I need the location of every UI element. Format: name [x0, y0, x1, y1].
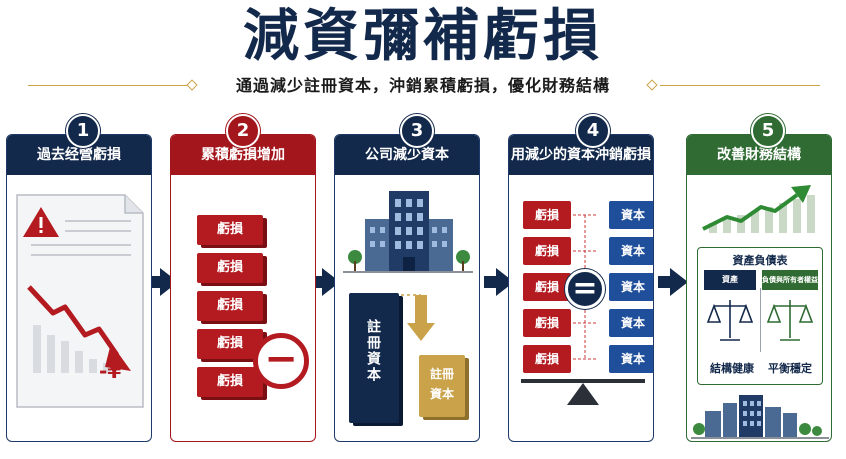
loss-block: 虧損 — [523, 345, 571, 373]
step-heading-1: 過去经營虧損 — [7, 135, 151, 175]
balance-sheet-card: 資產負債表 資產 負債與所有者權益 結構健康 平衡穩定 — [697, 247, 823, 385]
assets-header: 資產 — [704, 270, 756, 290]
step-panel-2: 累積虧損增加 虧損 虧損 虧損 虧損 虧損 − — [170, 134, 316, 442]
step-number-1: 1 — [66, 114, 100, 148]
reduced-capital-label: 註冊資本 — [429, 367, 454, 401]
equals-icon: = — [565, 269, 605, 309]
loss-block: 虧損 — [523, 237, 571, 265]
loss-block: 虧損 — [197, 291, 263, 321]
step-panel-5: 改善財務結構 資產負債表 資產 負債與所有者權益 — [686, 134, 832, 442]
loss-block: 虧損 — [523, 309, 571, 337]
capital-block: 資本 — [609, 309, 653, 337]
loss-block: 虧損 — [197, 253, 263, 283]
stable-label: 平衡穩定 — [768, 362, 812, 375]
step-heading-3: 公司減少資本 — [335, 135, 479, 175]
step-heading-2: 累積虧損增加 — [171, 135, 315, 175]
step-panel-3: 公司減少資本 註冊資本 註冊資本 — [334, 134, 480, 442]
balance-beam-icon — [521, 379, 645, 405]
growth-chart-icon — [702, 185, 815, 233]
step-number-3: 3 — [400, 114, 434, 148]
loss-block: 虧損 — [197, 367, 263, 397]
capital-block: 資本 — [609, 201, 653, 229]
step-heading-4: 用減少的資本沖銷虧損 — [509, 135, 653, 175]
loss-block: 虧損 — [523, 273, 571, 301]
reduce-arrow-icon — [401, 294, 435, 341]
minus-icon: − — [253, 333, 309, 389]
step-number-2: 2 — [226, 114, 260, 148]
reduced-capital-box: 註冊資本 — [419, 355, 465, 417]
step-number-4: 4 — [576, 114, 610, 148]
healthy-label: 結構健康 — [710, 362, 754, 375]
step-number-5: 5 — [751, 114, 785, 148]
arrow-right-icon — [658, 268, 688, 296]
city-buildings-icon — [691, 395, 829, 439]
balance-sheet-title: 資產負債表 — [732, 254, 788, 267]
capital-block: 資本 — [609, 273, 653, 301]
capital-block: 資本 — [609, 237, 653, 265]
step-panel-4: 用減少的資本沖銷虧損 虧損 虧損 虧損 虧損 虧損 資本 資本 資本 資本 資本… — [508, 134, 654, 442]
loss-block: 虧損 — [197, 215, 263, 245]
column-divider — [760, 288, 761, 352]
page-title: 減資彌補虧損 — [243, 4, 603, 69]
warning-icon — [23, 207, 59, 237]
office-building-icon — [343, 191, 473, 273]
currency-loss-text: -¥ — [99, 359, 122, 383]
subtitle: 通過減少註冊資本，沖銷累積虧損，優化財務結構 — [235, 76, 610, 95]
liabilities-equity-header: 負債與所有者權益 — [762, 270, 818, 290]
capital-block: 資本 — [609, 345, 653, 373]
step-panel-1: 過去经營虧損 -¥ — [6, 134, 152, 442]
registered-capital-label: 註冊資本 — [365, 319, 381, 383]
registered-capital-bar: 註冊資本 — [349, 293, 399, 423]
loss-block: 虧損 — [523, 201, 571, 229]
declining-report-illustration — [16, 194, 144, 408]
scales-icon — [706, 300, 814, 341]
subtitle-line-left — [28, 85, 188, 86]
loss-block: 虧損 — [197, 329, 263, 359]
subtitle-line-right — [660, 85, 820, 86]
subtitle-row: 通過減少註冊資本，沖銷累積虧損，優化財務結構 — [0, 74, 846, 98]
